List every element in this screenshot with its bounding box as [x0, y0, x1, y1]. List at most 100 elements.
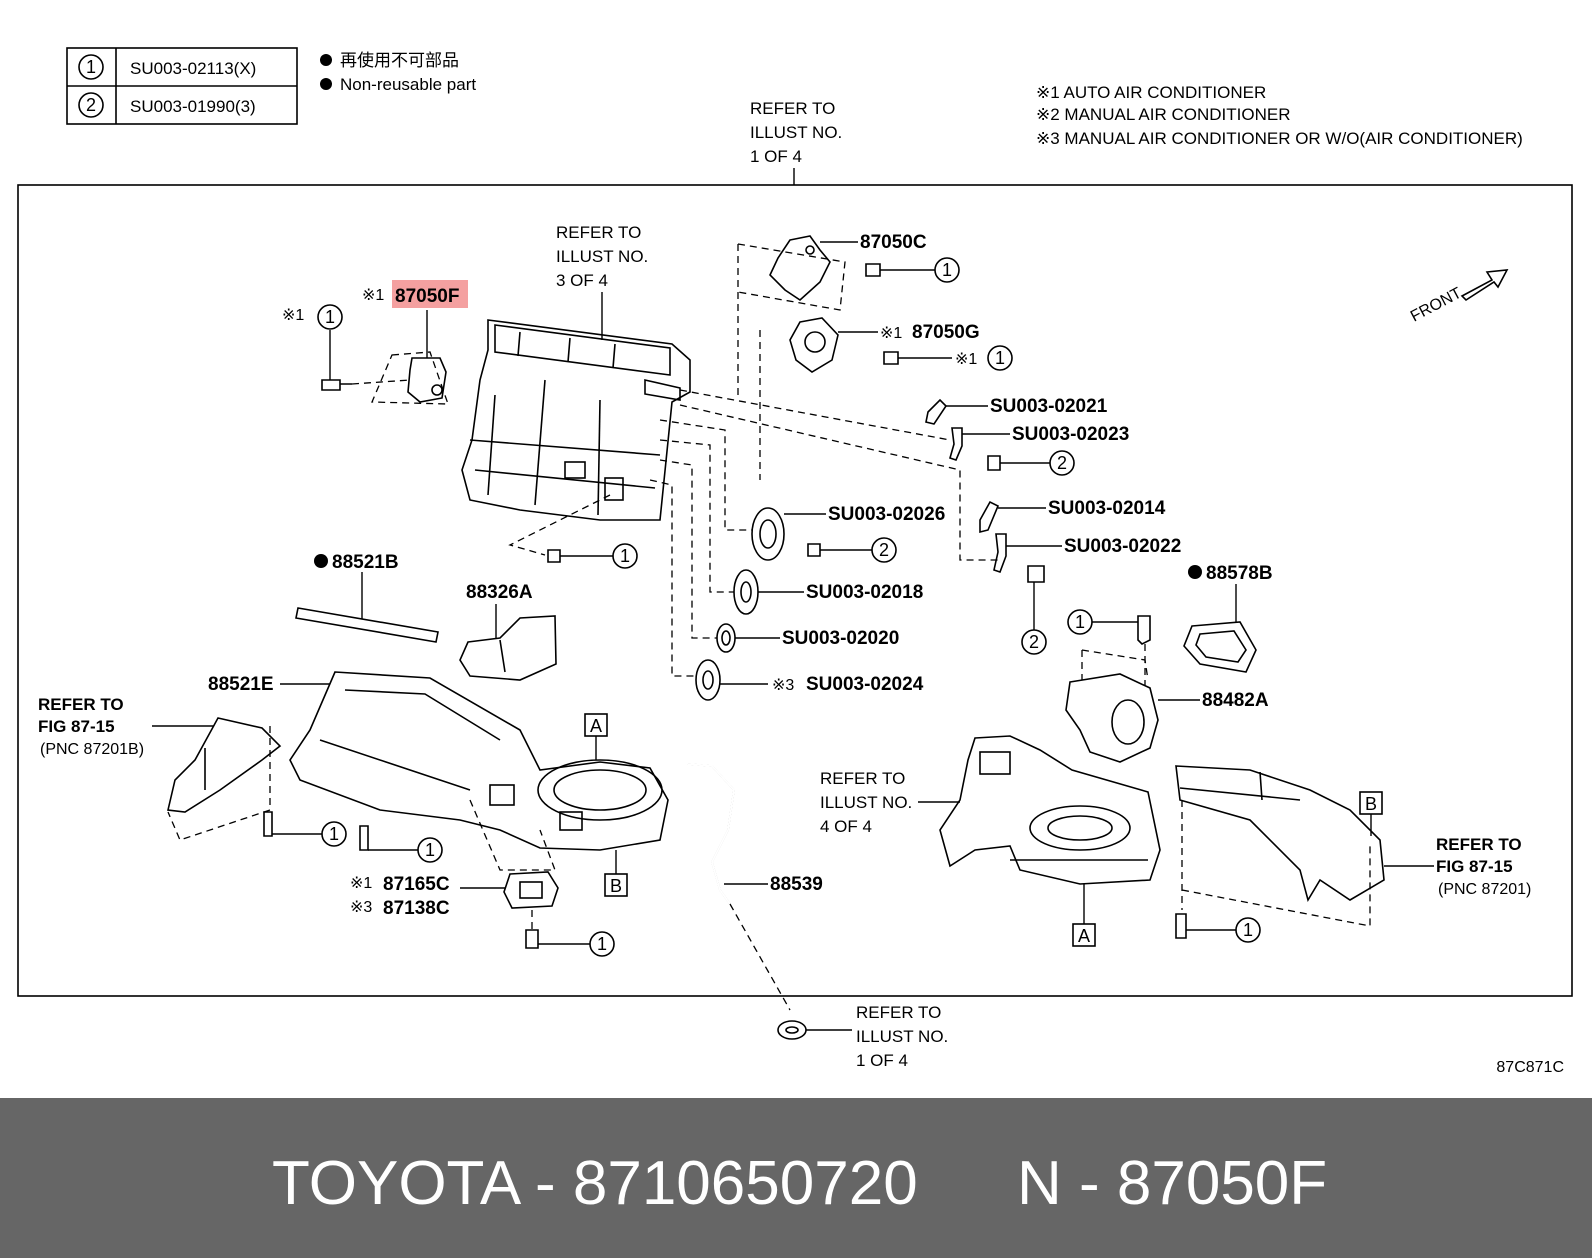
legend-circle-2: 2: [86, 95, 96, 115]
svg-text:※1: ※1: [350, 875, 372, 892]
link-su003-02021: SU003-02021: [925, 396, 1108, 425]
svg-text:1: 1: [995, 348, 1005, 368]
svg-text:B: B: [610, 876, 622, 896]
duct-88482a: 88482A: [1065, 649, 1269, 763]
svg-text:SU003-02023: SU003-02023: [1012, 424, 1129, 445]
servo-87050f: ※1 87050F: [362, 280, 468, 405]
refer-3of4: REFER TO ILLUST NO. 3 OF 4: [556, 223, 648, 340]
duct-88326a: 88326A: [459, 582, 557, 681]
svg-text:88539: 88539: [770, 874, 823, 895]
svg-text:REFER TO: REFER TO: [556, 223, 641, 242]
svg-text:REFER TO: REFER TO: [856, 1003, 941, 1022]
svg-text:SU003-02026: SU003-02026: [828, 504, 945, 525]
svg-text:SU003-02022: SU003-02022: [1064, 536, 1181, 557]
legend-code-2: SU003-01990(3): [130, 97, 256, 116]
svg-text:1: 1: [1075, 612, 1085, 632]
svg-text:1: 1: [329, 824, 339, 844]
diagram-frame: [17, 184, 1573, 997]
svg-text:SU003-02014: SU003-02014: [1048, 498, 1166, 519]
svg-text:REFER TO: REFER TO: [820, 769, 905, 788]
svg-text:SU003-02021: SU003-02021: [990, 396, 1108, 417]
svg-text:1: 1: [942, 260, 952, 280]
screw-heater-bottom: 1: [547, 543, 638, 569]
svg-text:REFER TO: REFER TO: [750, 99, 835, 118]
refer-top: REFER TO ILLUST NO. 1 OF 4: [750, 99, 842, 185]
svg-text:SU003-02024: SU003-02024: [806, 674, 924, 695]
svg-text:FIG 87-15: FIG 87-15: [38, 717, 115, 736]
svg-text:87165C: 87165C: [383, 874, 450, 895]
svg-text:※1: ※1: [282, 307, 304, 324]
side-duct-left: [167, 717, 282, 841]
svg-text:1: 1: [325, 307, 335, 327]
non-reusable-en: Non-reusable part: [340, 75, 476, 94]
seal-88521b: 88521B: [295, 552, 439, 643]
footer-reference: N - 87050F: [1017, 1149, 1328, 1218]
svg-text:4 OF 4: 4 OF 4: [820, 817, 872, 836]
refer-4of4: REFER TO ILLUST NO. 4 OF 4: [820, 769, 960, 836]
note-3: ※3 MANUAL AIR CONDITIONER OR W/O(AIR CON…: [1036, 129, 1523, 148]
svg-text:ILLUST NO.: ILLUST NO.: [750, 123, 842, 142]
legend-table: 1 2 SU003-02113(X) SU003-01990(3): [66, 47, 298, 125]
svg-text:2: 2: [1029, 632, 1039, 652]
svg-text:SU003-02018: SU003-02018: [806, 582, 923, 603]
svg-text:REFER TO: REFER TO: [1436, 835, 1522, 854]
servo-87050g: ※1 87050G ※1 1: [737, 244, 1013, 480]
hose-88539: 88539: [687, 763, 852, 1040]
svg-text:(PNC 87201B): (PNC 87201B): [40, 741, 144, 758]
link-su003-02014: SU003-02014: [979, 498, 1166, 534]
svg-text:※1: ※1: [880, 325, 902, 342]
legend-code-1: SU003-02113(X): [130, 59, 256, 78]
note-1: ※1 AUTO AIR CONDITIONER: [1036, 83, 1266, 102]
box-a-left: A: [584, 713, 608, 760]
resistor-87165c-87138c: ※1 87165C ※3 87138C 1: [350, 799, 615, 957]
side-duct-right: B: [1175, 765, 1434, 927]
svg-text:A: A: [1078, 926, 1090, 946]
svg-text:1 OF 4: 1 OF 4: [856, 1051, 908, 1070]
svg-text:B: B: [1365, 794, 1377, 814]
svg-text:88326A: 88326A: [466, 582, 533, 603]
svg-text:87138C: 87138C: [383, 898, 450, 919]
connector-lines: [508, 389, 1000, 677]
screw-lower-right: 1: [1175, 913, 1261, 943]
footer-bar: TOYOTA - 8710650720 N - 87050F: [0, 1098, 1592, 1258]
svg-text:2: 2: [879, 540, 889, 560]
svg-text:REFER TO: REFER TO: [38, 695, 124, 714]
svg-text:※1: ※1: [362, 287, 384, 304]
svg-text:1: 1: [597, 934, 607, 954]
seal-88578b: 88578B: [1183, 563, 1273, 673]
svg-text:3 OF 4: 3 OF 4: [556, 271, 608, 290]
exploded-parts-diagram: 1 2 SU003-02113(X) SU003-01990(3) 再使用不可部…: [17, 47, 1573, 1076]
heater-case-assembly: [461, 319, 691, 521]
svg-text:88521B: 88521B: [332, 552, 399, 573]
svg-text:2: 2: [1057, 453, 1067, 473]
refer-fig-left: REFER TO FIG 87-15 (PNC 87201B): [38, 695, 218, 758]
svg-text:※3: ※3: [350, 899, 372, 916]
gear-su003-02024: ※3 SU003-02024: [695, 659, 924, 701]
case-88521e: 88521E: [208, 671, 669, 851]
svg-text:1 OF 4: 1 OF 4: [750, 147, 802, 166]
svg-text:A: A: [590, 716, 602, 736]
screw-87050f: ※1 1: [282, 304, 411, 391]
svg-text:※1: ※1: [955, 351, 977, 368]
screw-lower-left-1: 1: [263, 811, 347, 847]
refer-fig-right: REFER TO FIG 87-15 (PNC 87201): [1436, 835, 1531, 898]
part-87050f-label: 87050F: [395, 286, 459, 307]
svg-text:ILLUST NO.: ILLUST NO.: [856, 1027, 948, 1046]
svg-text:1: 1: [620, 546, 630, 566]
non-reusable-jp: 再使用不可部品: [340, 50, 459, 70]
svg-text:88578B: 88578B: [1206, 563, 1273, 584]
svg-text:88521E: 88521E: [208, 674, 274, 695]
legend-bullets: 再使用不可部品 Non-reusable part: [320, 50, 476, 94]
svg-text:FRONT: FRONT: [1408, 285, 1465, 326]
svg-text:SU003-02020: SU003-02020: [782, 628, 899, 649]
refer-bottom: REFER TO ILLUST NO. 1 OF 4: [856, 1003, 948, 1070]
front-arrow: FRONT: [1408, 269, 1509, 326]
part-87050c-label: 87050C: [860, 232, 927, 253]
link-su003-02022: SU003-02022 2: [993, 533, 1181, 655]
link-su003-02023: SU003-02023 2: [949, 424, 1129, 476]
box-b-left: B: [604, 850, 628, 897]
gear-su003-02018: SU003-02018: [733, 569, 923, 615]
svg-text:※3: ※3: [772, 677, 794, 694]
svg-text:FIG 87-15: FIG 87-15: [1436, 857, 1513, 876]
